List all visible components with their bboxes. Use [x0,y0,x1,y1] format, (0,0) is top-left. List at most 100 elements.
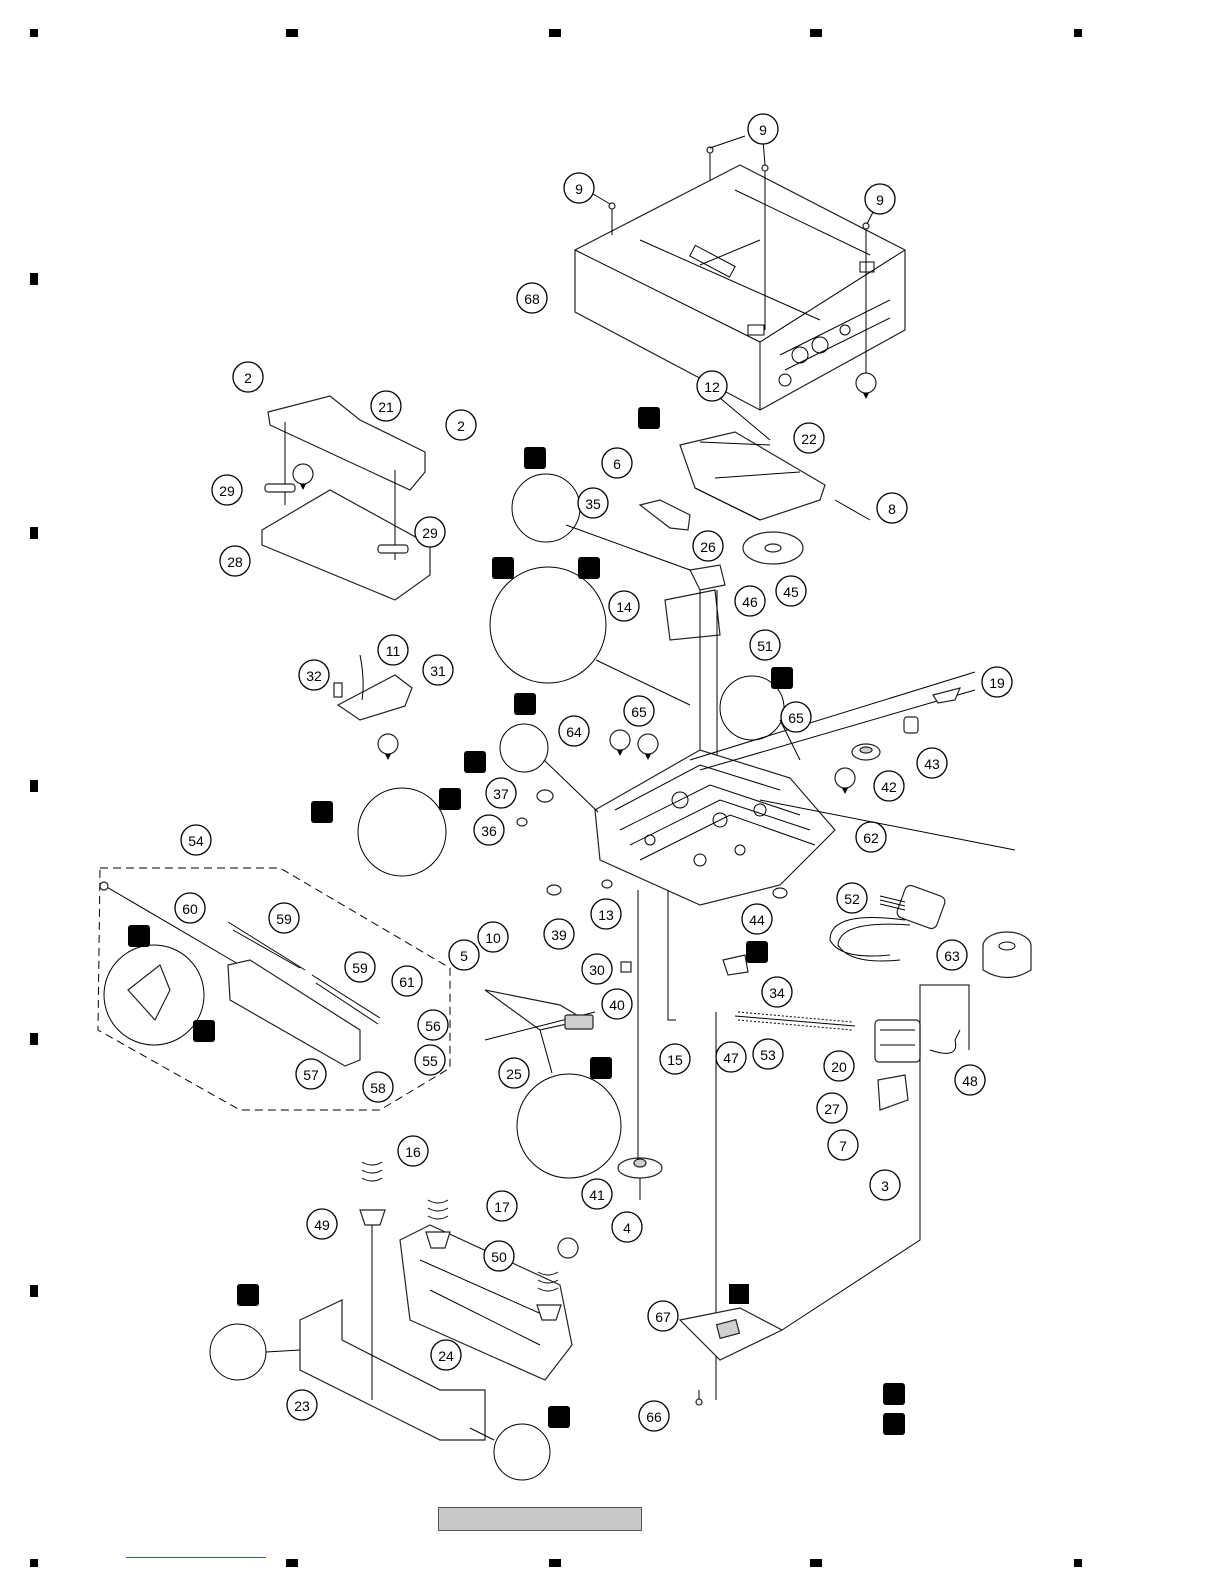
callout-22: 22 [794,423,824,453]
callout-65: 65 [624,696,654,726]
callout-8: 8 [877,493,907,523]
callout-12: 12 [697,371,727,401]
callout-57: 57 [296,1059,326,1089]
callout-label: 61 [399,974,415,990]
callout-59: 59 [345,952,375,982]
callout-label: 66 [646,1409,662,1425]
callout-32: 32 [299,660,329,690]
grease-icon [883,1413,905,1435]
callout-label: 43 [924,756,940,772]
callout-label: 6 [613,456,621,472]
callout-label: 51 [757,638,773,654]
callout-58: 58 [363,1072,393,1102]
top-case-68 [575,165,905,410]
callout-label: 16 [405,1144,421,1160]
callout-36: 36 [474,815,504,845]
callout-label: 19 [989,675,1005,691]
callout-48: 48 [955,1065,985,1095]
callout-7: 7 [828,1130,858,1160]
callout-label: 58 [370,1080,386,1096]
callout-46: 46 [735,586,765,616]
callout-53: 53 [753,1039,783,1069]
callout-label: 65 [788,710,804,726]
callout-37: 37 [486,778,516,808]
callout-28: 28 [220,546,250,576]
callout-label: 9 [876,192,884,208]
callout-45: 45 [776,576,806,606]
callout-label: 49 [314,1217,330,1233]
callout-42: 42 [874,771,904,801]
callout-64: 64 [559,716,589,746]
callout-label: 15 [667,1052,683,1068]
callout-label: 45 [783,584,799,600]
callout-26: 26 [693,531,723,561]
grease-icon [578,557,600,579]
callout-label: 22 [801,431,817,447]
callout-label: 9 [575,181,583,197]
callout-label: 24 [438,1348,454,1364]
callout-55: 55 [415,1045,445,1075]
grease-icon [883,1383,905,1405]
callout-9: 9 [865,184,895,214]
callout-label: 34 [769,985,785,1001]
grease-icon [638,407,660,429]
callout-label: 29 [422,525,438,541]
callout-59: 59 [269,903,299,933]
callout-6: 6 [602,448,632,478]
callout-62: 62 [856,822,886,852]
callout-11: 11 [378,635,408,665]
callout-16: 16 [398,1136,428,1166]
callout-4: 4 [612,1212,642,1242]
callout-52: 52 [837,883,867,913]
callout-34: 34 [762,977,792,1007]
upper-mechanism-22 [640,398,870,564]
callout-label: 53 [760,1047,776,1063]
callout-label: 9 [759,122,767,138]
callout-60: 60 [175,893,205,923]
callout-35: 35 [578,488,608,518]
callout-label: 10 [485,930,501,946]
callout-66: 66 [639,1401,669,1431]
callout-20: 20 [824,1051,854,1081]
callout-label: 64 [566,724,582,740]
footer-link-underline[interactable] [126,1557,266,1558]
callout-label: 2 [457,418,465,434]
spindle-motor-63 [983,932,1031,978]
callout-label: 41 [589,1187,605,1203]
callout-label: 7 [839,1138,847,1154]
callout-label: 54 [188,833,204,849]
callout-label: 26 [700,539,716,555]
callout-label: 28 [227,554,243,570]
callout-51: 51 [750,630,780,660]
callout-40: 40 [602,989,632,1019]
callout-label: 63 [944,948,960,964]
callout-29: 29 [212,475,242,505]
callout-label: 62 [863,830,879,846]
callout-10: 10 [478,922,508,952]
grease-icon [464,751,486,773]
callout-label: 59 [276,911,292,927]
callout-label: 14 [616,599,632,615]
callout-50: 50 [484,1241,514,1271]
callout-65: 65 [781,702,811,732]
grease-icon [524,447,546,469]
callout-label: 40 [609,997,625,1013]
callout-43: 43 [917,748,947,778]
callout-label: 11 [386,643,401,659]
callout-label: 42 [881,779,897,795]
grease-icon [590,1057,612,1079]
callout-54: 54 [181,825,211,855]
grease-icon [237,1284,259,1306]
callout-label: 21 [378,399,394,415]
callout-label: 39 [551,927,567,943]
callout-39: 39 [544,919,574,949]
callout-label: 44 [749,912,765,928]
footer-bar [438,1507,642,1531]
grease-icon [193,1020,215,1042]
callout-label: 23 [294,1398,310,1414]
grease-icon [311,801,333,823]
loading-plate-assembly [262,396,430,600]
callout-label: 13 [598,907,614,923]
callout-label: 46 [742,594,758,610]
